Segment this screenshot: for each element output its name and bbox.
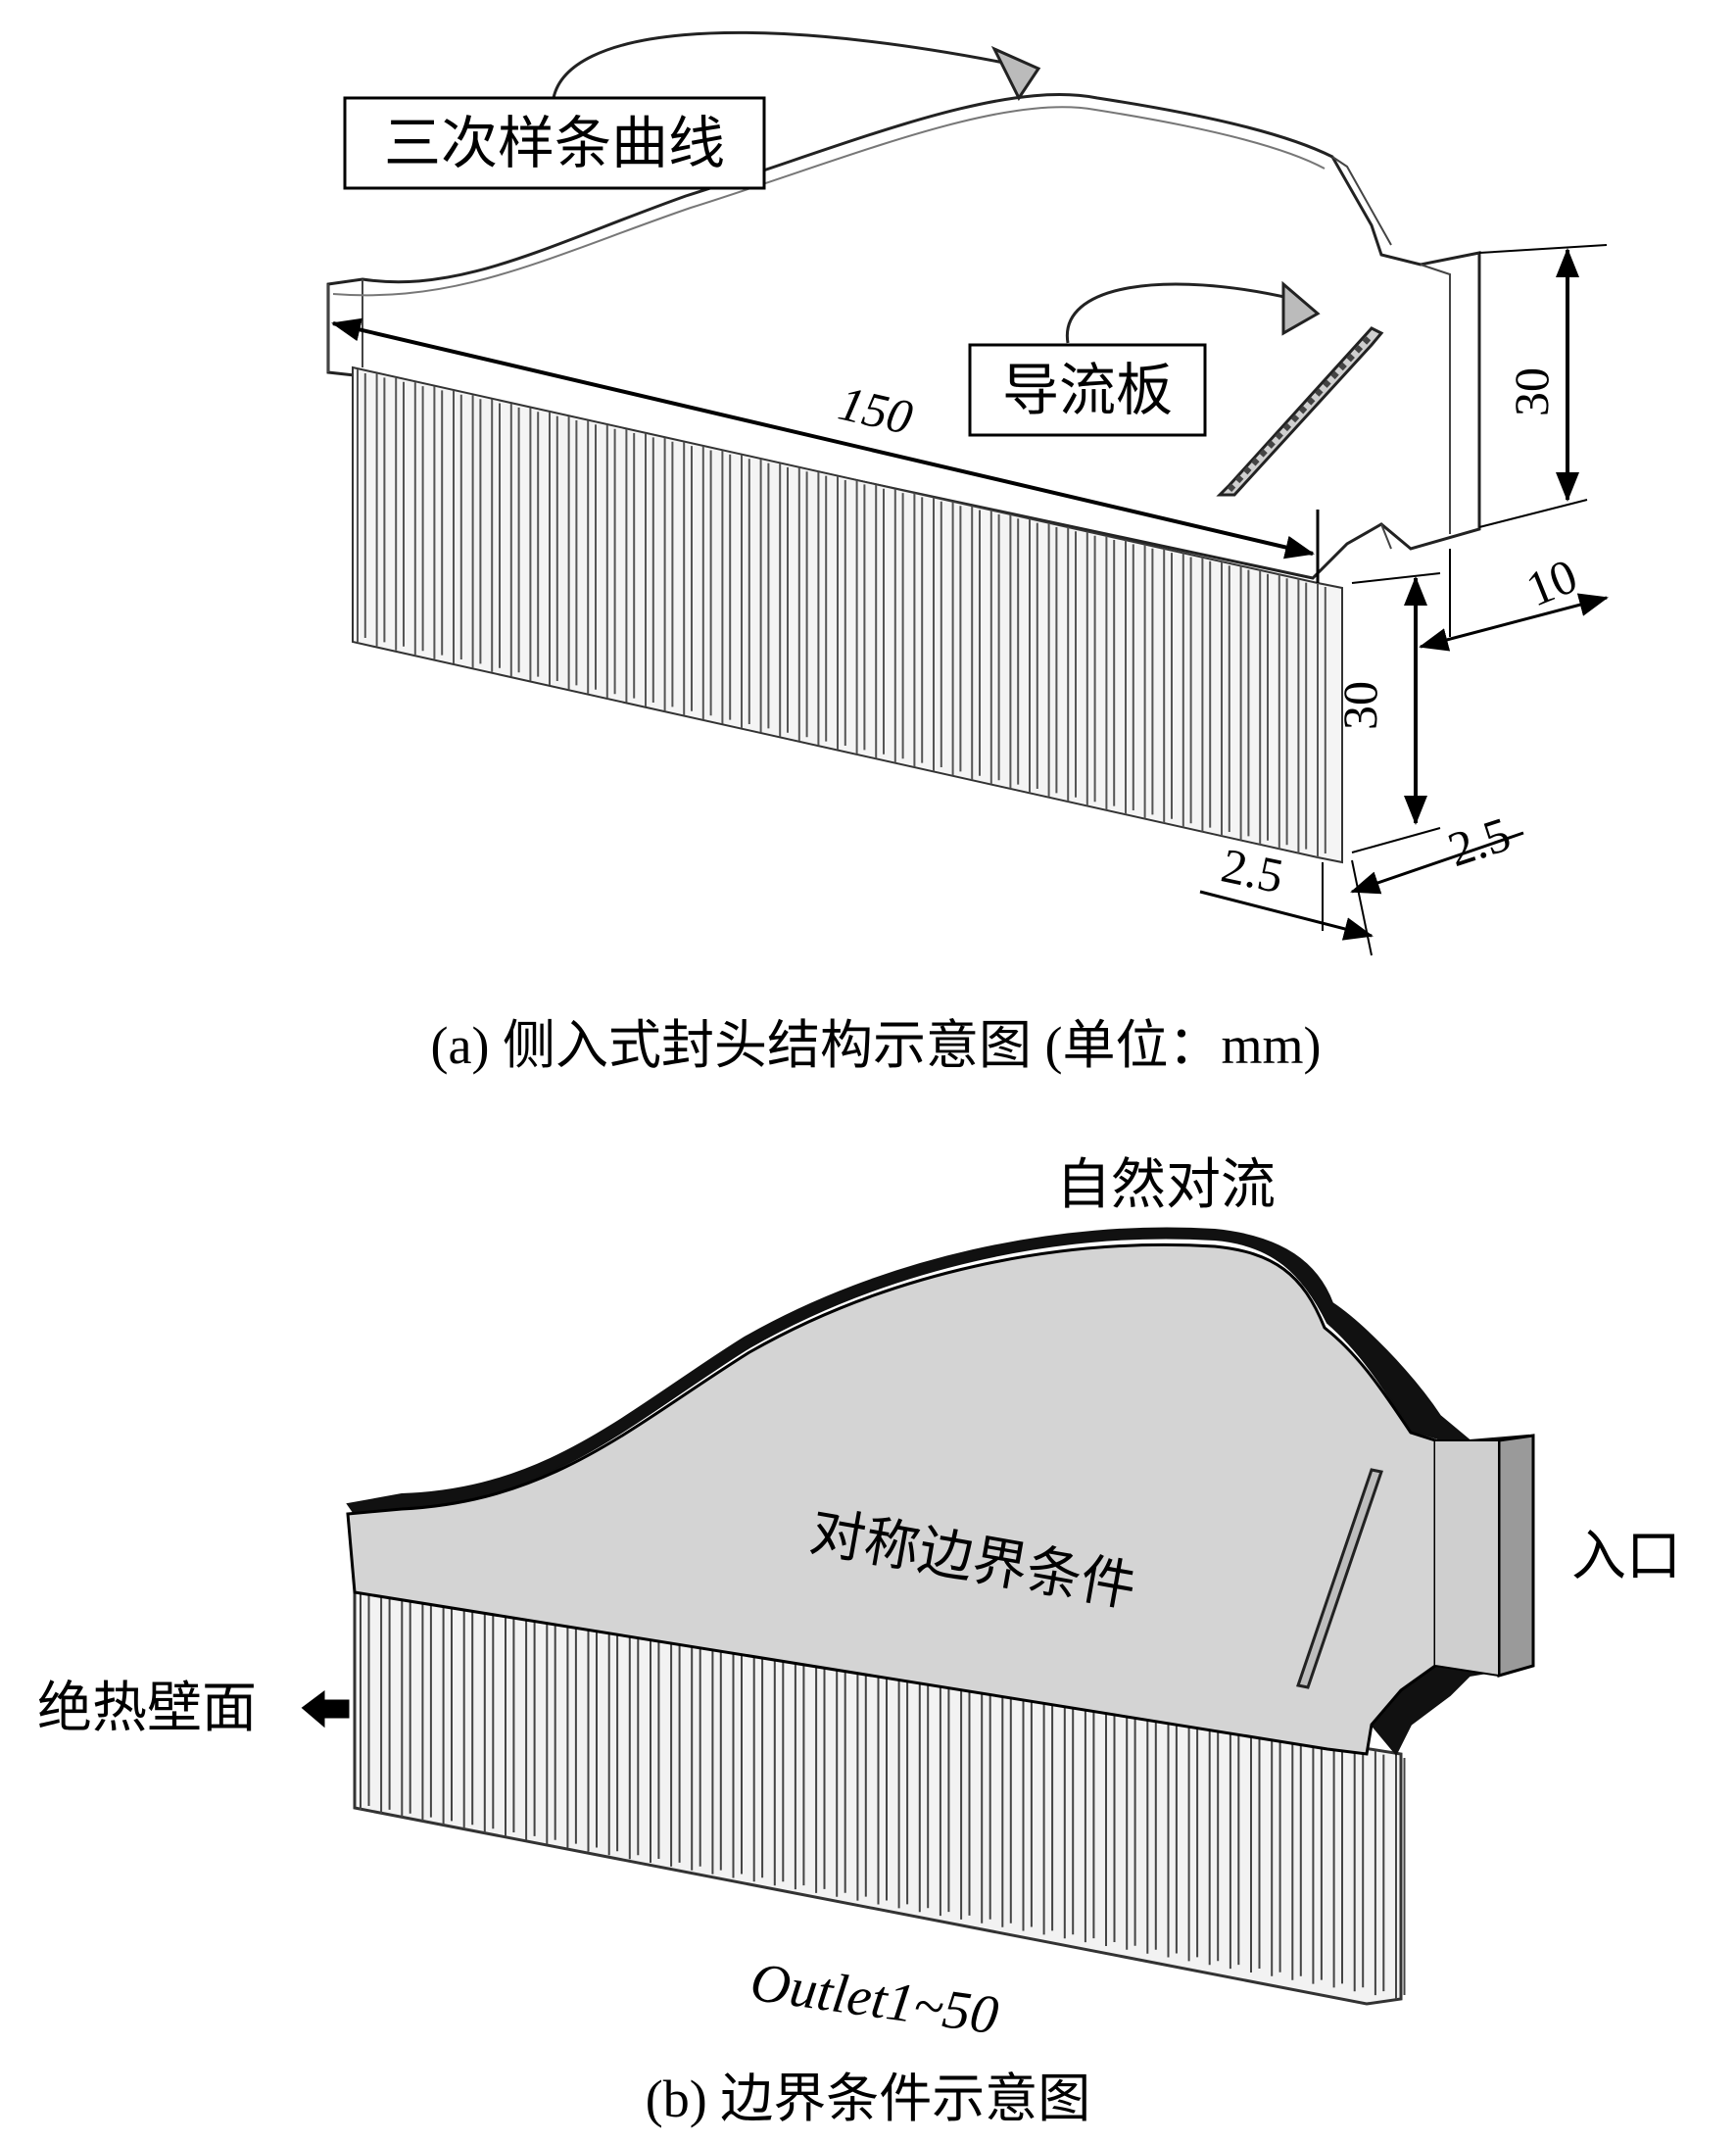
- adiabatic-wall-label: 绝热壁面: [37, 1677, 257, 1740]
- dim-channel-b-label: 2.5: [1441, 806, 1517, 878]
- dim-height-top-label: 30: [1504, 367, 1559, 416]
- caption-a: (a) 侧入式封头结构示意图 (单位：mm): [431, 1016, 1322, 1075]
- dim-line-channel-a: [1199, 890, 1374, 941]
- dim-line-150: [331, 317, 1315, 560]
- inlet-face: [1497, 1434, 1535, 1678]
- natural-convection-label: 自然对流: [1056, 1153, 1276, 1217]
- guide-plate-b: [1296, 1468, 1383, 1689]
- figure-a: 三次样条曲线 导流板 150 30 10 30 2.5 2.5 (a): [326, 30, 1609, 1075]
- figure-b: 自然对流 对称边界条件 入口 绝热壁面 Outlet1~50 (b) 边界条件示…: [37, 1153, 1681, 2128]
- adiabatic-wall-arrow: [301, 1690, 350, 1729]
- spline-label: 三次样条曲线: [384, 110, 725, 176]
- outlet-label: Outlet1~50: [747, 1952, 1001, 2047]
- natural-convection-edge: [346, 1227, 1529, 1756]
- caption-b: (b) 边界条件示意图: [646, 2070, 1090, 2128]
- dim-line-width: [1419, 593, 1609, 652]
- dim-height-bottom-label: 30: [1332, 681, 1387, 730]
- inlet-label: 入口: [1571, 1525, 1681, 1588]
- spline-pointer-arrow: [552, 30, 1010, 99]
- guide-plate-label: 导流板: [1002, 357, 1173, 423]
- dim-channel-a-label: 2.5: [1217, 837, 1288, 903]
- header-body-b: [346, 1242, 1437, 1756]
- spline-label-box: [343, 96, 766, 190]
